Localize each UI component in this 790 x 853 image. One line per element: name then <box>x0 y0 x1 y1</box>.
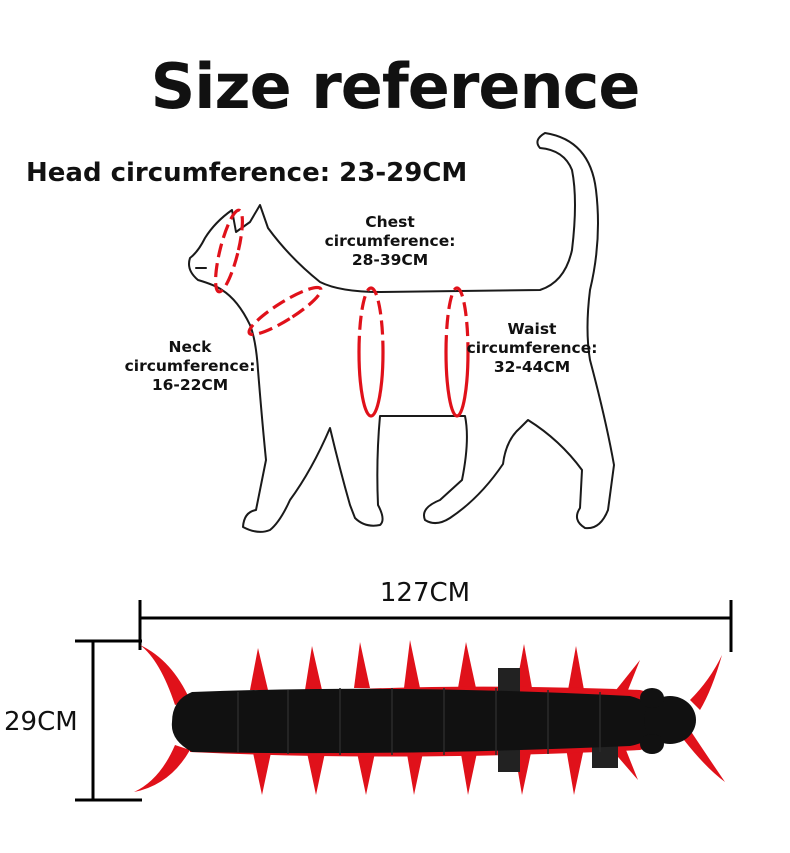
centipede-costume <box>134 640 725 795</box>
dimension-lines <box>75 600 733 802</box>
costume-length-label: 127CM <box>379 578 471 608</box>
page-title: Size reference <box>150 50 641 123</box>
waist-circumference-label: Waist circumference: 32-44CM <box>452 320 612 377</box>
centipede-legs <box>134 640 725 795</box>
costume-height-label: 29CM <box>4 707 78 737</box>
cat-outline <box>188 132 615 533</box>
segment-lines <box>237 688 601 755</box>
waist-label-line2: circumference: <box>466 339 598 357</box>
waist-label-line3: 32-44CM <box>493 358 571 376</box>
chest-circumference-label: Chest circumference: 28-39CM <box>300 213 480 270</box>
waist-label-line1: Waist <box>507 320 557 338</box>
neck-label-line2: circumference: <box>124 357 256 375</box>
head-circumference-label: Head circumference: 23-29CM <box>26 158 468 188</box>
neck-label-line1: Neck <box>168 338 212 356</box>
chest-label-line2: circumference: <box>324 232 456 250</box>
centipede-black-body <box>171 688 696 754</box>
measurement-rings <box>214 208 470 418</box>
neck-label-line3: 16-22CM <box>151 376 229 394</box>
chest-label-line1: Chest <box>365 213 415 231</box>
chest-label-line3: 28-39CM <box>351 251 429 269</box>
neck-circumference-label: Neck circumference: 16-22CM <box>110 338 270 395</box>
